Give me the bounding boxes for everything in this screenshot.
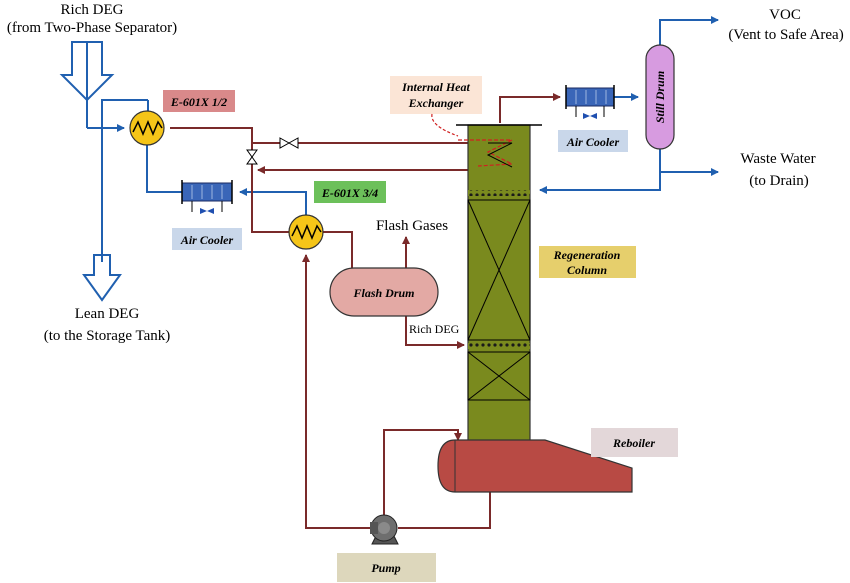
rich-deg-inlet-arrow-icon — [59, 41, 115, 102]
tag-internal-heat-exchanger: Internal Heat Exchanger — [390, 76, 482, 114]
tag-pump: Pump — [337, 553, 436, 582]
svg-text:Pump: Pump — [371, 561, 400, 575]
waste-water-label: Waste Water — [740, 151, 815, 167]
svg-text:Air Cooler: Air Cooler — [180, 233, 234, 247]
lean-deg-outlet-arrow-icon — [82, 254, 122, 302]
waste-water-sublabel: (to Drain) — [749, 173, 809, 189]
valve-vertical-icon[interactable] — [246, 149, 258, 165]
tag-regeneration-column: Regeneration Column — [539, 246, 636, 278]
svg-text:Column: Column — [567, 263, 607, 277]
heat-exchanger-e601x-12-icon[interactable] — [129, 110, 165, 146]
rich-deg-mid-label: Rich DEG — [409, 322, 460, 336]
svg-text:Regeneration: Regeneration — [553, 248, 621, 262]
lean-deg-outlet-label: Lean DEG — [75, 306, 140, 322]
flash-drum-label: Flash Drum — [352, 286, 414, 300]
flash-gases-label: Flash Gases — [376, 218, 448, 234]
svg-text:Air Cooler: Air Cooler — [566, 135, 620, 149]
heat-exchanger-e601x-34-icon[interactable] — [288, 214, 324, 250]
svg-text:E-601X 1/2: E-601X 1/2 — [170, 95, 227, 109]
internal-hx-pointer — [431, 113, 459, 137]
svg-text:Exchanger: Exchanger — [408, 96, 464, 110]
voc-sublabel: (Vent to Safe Area) — [728, 27, 843, 43]
valve-horizontal-icon[interactable] — [279, 137, 299, 149]
tag-air-cooler-left: Air Cooler — [172, 228, 242, 250]
still-drum-icon[interactable]: Still Drum — [645, 44, 675, 150]
flash-drum-icon[interactable]: Flash Drum — [329, 267, 439, 317]
pump-icon[interactable] — [370, 514, 399, 545]
reboiler-icon[interactable] — [437, 439, 633, 493]
voc-label: VOC — [769, 7, 801, 23]
tag-air-cooler-right: Air Cooler — [558, 130, 628, 152]
lean-deg-outlet-sublabel: (to the Storage Tank) — [44, 328, 171, 344]
svg-text:Reboiler: Reboiler — [612, 436, 655, 450]
cold-lines — [86, 16, 719, 262]
process-lines — [170, 93, 561, 529]
regeneration-column-icon[interactable] — [456, 124, 542, 466]
tag-e601x-12: E-601X 1/2 — [163, 90, 235, 112]
svg-text:Internal Heat: Internal Heat — [401, 80, 470, 94]
rich-deg-inlet-label: Rich DEG — [61, 2, 124, 18]
tag-reboiler: Reboiler — [591, 428, 678, 457]
still-drum-label: Still Drum — [653, 71, 667, 123]
tag-e601x-34: E-601X 3/4 — [314, 181, 386, 203]
svg-text:E-601X 3/4: E-601X 3/4 — [321, 186, 378, 200]
rich-deg-inlet-sublabel: (from Two-Phase Separator) — [7, 20, 177, 36]
air-cooler-left-icon[interactable] — [181, 180, 233, 214]
air-cooler-right-icon[interactable] — [565, 85, 615, 119]
